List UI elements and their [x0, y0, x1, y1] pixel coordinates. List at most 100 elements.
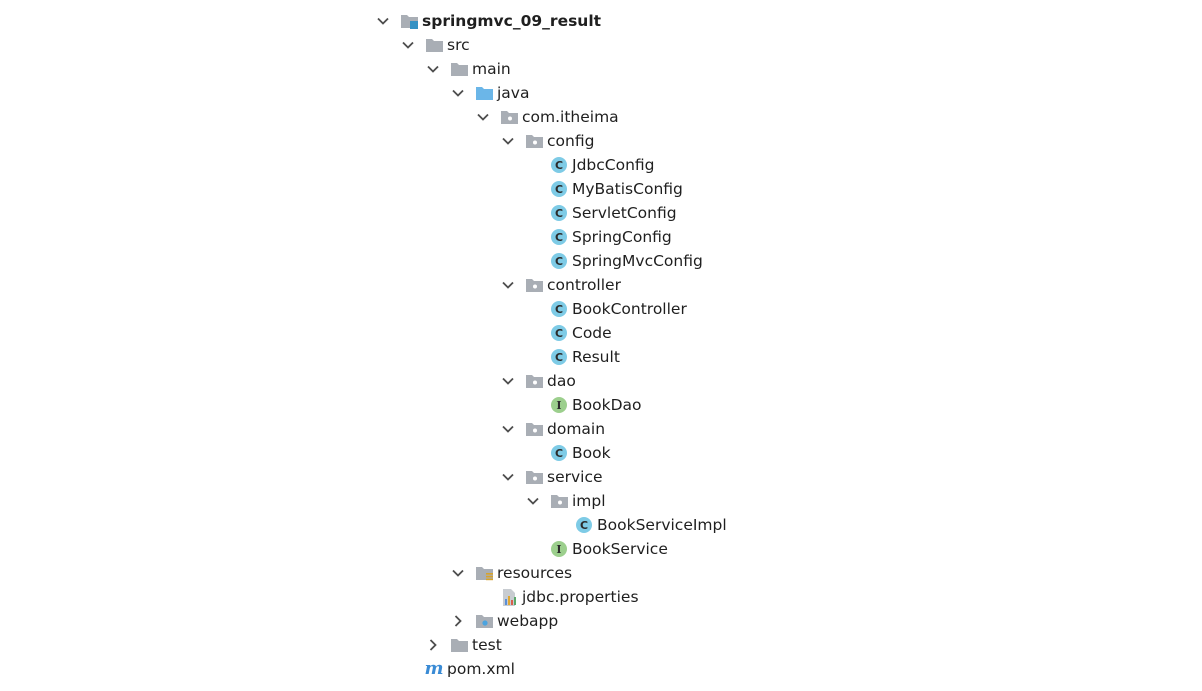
- tree-indent: [524, 153, 549, 177]
- chevron-down-icon[interactable]: [399, 33, 424, 57]
- module-folder-icon: [399, 11, 419, 31]
- class-icon: C: [549, 179, 569, 199]
- class-icon: C: [549, 155, 569, 175]
- chevron-down-icon[interactable]: [474, 105, 499, 129]
- chevron-down-icon[interactable]: [499, 465, 524, 489]
- tree-node[interactable]: webapp: [449, 609, 558, 633]
- package-icon: [524, 467, 544, 487]
- tree-indent: [524, 177, 549, 201]
- tree-indent: [524, 297, 549, 321]
- tree-node[interactable]: resources: [449, 561, 572, 585]
- chevron-down-icon[interactable]: [499, 129, 524, 153]
- tree-node-label: springmvc_09_result: [422, 12, 602, 30]
- chevron-down-icon[interactable]: [424, 57, 449, 81]
- tree-indent: [524, 345, 549, 369]
- maven-pom-icon: m: [424, 658, 444, 679]
- tree-node-label: main: [472, 60, 511, 78]
- tree-node-label: jdbc.properties: [522, 588, 639, 606]
- tree-node-label: impl: [572, 492, 606, 510]
- properties-file-icon: [499, 587, 519, 607]
- tree-indent: [524, 249, 549, 273]
- package-icon: [524, 419, 544, 439]
- tree-node-label: BookService: [572, 540, 668, 558]
- chevron-down-icon[interactable]: [449, 561, 474, 585]
- tree-node-label: MyBatisConfig: [572, 180, 683, 198]
- tree-node-label: BookDao: [572, 396, 642, 414]
- tree-node-label: SpringMvcConfig: [572, 252, 703, 270]
- tree-node-label: ServletConfig: [572, 204, 677, 222]
- tree-indent: [399, 657, 424, 681]
- class-icon: C: [549, 323, 569, 343]
- tree-node-label: Book: [572, 444, 611, 462]
- tree-node[interactable]: src: [399, 33, 470, 57]
- folder-icon: [449, 59, 469, 79]
- tree-node-label: com.itheima: [522, 108, 619, 126]
- tree-node[interactable]: test: [424, 633, 502, 657]
- tree-node[interactable]: service: [499, 465, 603, 489]
- interface-icon: I: [549, 395, 569, 415]
- tree-node[interactable]: jdbc.properties: [474, 585, 639, 609]
- tree-node-label: BookServiceImpl: [597, 516, 727, 534]
- tree-node[interactable]: main: [424, 57, 511, 81]
- interface-icon: I: [549, 539, 569, 559]
- folder-icon: [424, 35, 444, 55]
- package-icon: [524, 275, 544, 295]
- chevron-down-icon[interactable]: [499, 417, 524, 441]
- tree-node-label: controller: [547, 276, 621, 294]
- chevron-right-icon[interactable]: [449, 609, 474, 633]
- tree-indent: [524, 201, 549, 225]
- tree-indent: [524, 537, 549, 561]
- package-icon: [524, 371, 544, 391]
- tree-node[interactable]: dao: [499, 369, 576, 393]
- tree-indent: [524, 321, 549, 345]
- web-folder-icon: [474, 611, 494, 631]
- tree-node[interactable]: domain: [499, 417, 605, 441]
- class-icon: C: [549, 443, 569, 463]
- tree-node-label: resources: [497, 564, 573, 582]
- class-icon: C: [574, 515, 594, 535]
- tree-node-label: domain: [547, 420, 606, 438]
- chevron-right-icon[interactable]: [424, 633, 449, 657]
- folder-icon: [449, 635, 469, 655]
- chevron-down-icon[interactable]: [499, 369, 524, 393]
- tree-indent: [524, 393, 549, 417]
- class-icon: C: [549, 227, 569, 247]
- class-icon: C: [549, 203, 569, 223]
- tree-node[interactable]: impl: [524, 489, 606, 513]
- class-icon: C: [549, 347, 569, 367]
- chevron-down-icon[interactable]: [524, 489, 549, 513]
- tree-node-label: Result: [572, 348, 620, 366]
- chevron-down-icon[interactable]: [374, 9, 399, 33]
- tree-indent: [474, 585, 499, 609]
- chevron-down-icon[interactable]: [449, 81, 474, 105]
- tree-node[interactable]: controller: [499, 273, 621, 297]
- tree-node-label: java: [497, 84, 530, 102]
- chevron-down-icon[interactable]: [499, 273, 524, 297]
- tree-node-label: JdbcConfig: [572, 156, 655, 174]
- tree-node-label: Code: [572, 324, 612, 342]
- source-root-folder-icon: [474, 83, 494, 103]
- tree-node-label: SpringConfig: [572, 228, 672, 246]
- resources-folder-icon: [474, 563, 494, 583]
- tree-node[interactable]: java: [449, 81, 529, 105]
- package-icon: [524, 131, 544, 151]
- tree-node[interactable]: config: [499, 129, 594, 153]
- tree-node-label: service: [547, 468, 603, 486]
- tree-node[interactable]: com.itheima: [474, 105, 619, 129]
- tree-node-label: webapp: [497, 612, 559, 630]
- tree-node[interactable]: springmvc_09_result: [374, 9, 601, 33]
